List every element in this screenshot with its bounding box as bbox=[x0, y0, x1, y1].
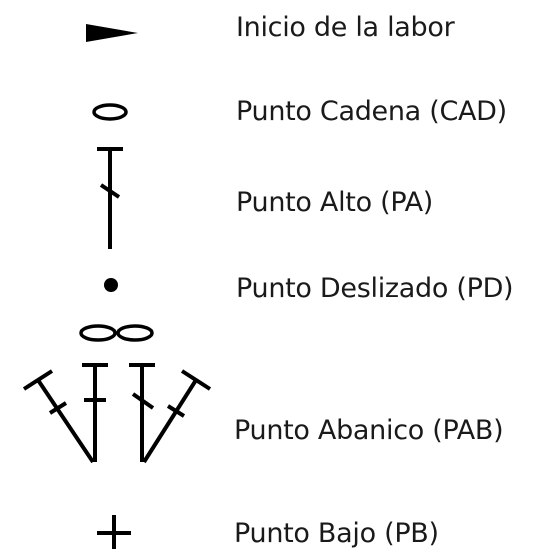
double-crochet-icon bbox=[97, 147, 123, 249]
legend-label-deslizado: Punto Deslizado (PD) bbox=[236, 273, 514, 304]
start-arrow-icon bbox=[86, 24, 138, 42]
fan-stitch-icon bbox=[22, 324, 212, 464]
legend-label-alto: Punto Alto (PA) bbox=[236, 187, 433, 218]
single-crochet-cross-icon bbox=[97, 515, 131, 549]
chain-stitch-oval-icon bbox=[92, 103, 128, 121]
legend-label-abanico: Punto Abanico (PAB) bbox=[234, 415, 504, 446]
legend-label-bajo: Punto Bajo (PB) bbox=[234, 518, 439, 549]
legend-label-inicio: Inicio de la labor bbox=[236, 12, 455, 43]
legend-label-cadena: Punto Cadena (CAD) bbox=[236, 96, 507, 127]
slip-stitch-dot-icon bbox=[104, 278, 118, 292]
